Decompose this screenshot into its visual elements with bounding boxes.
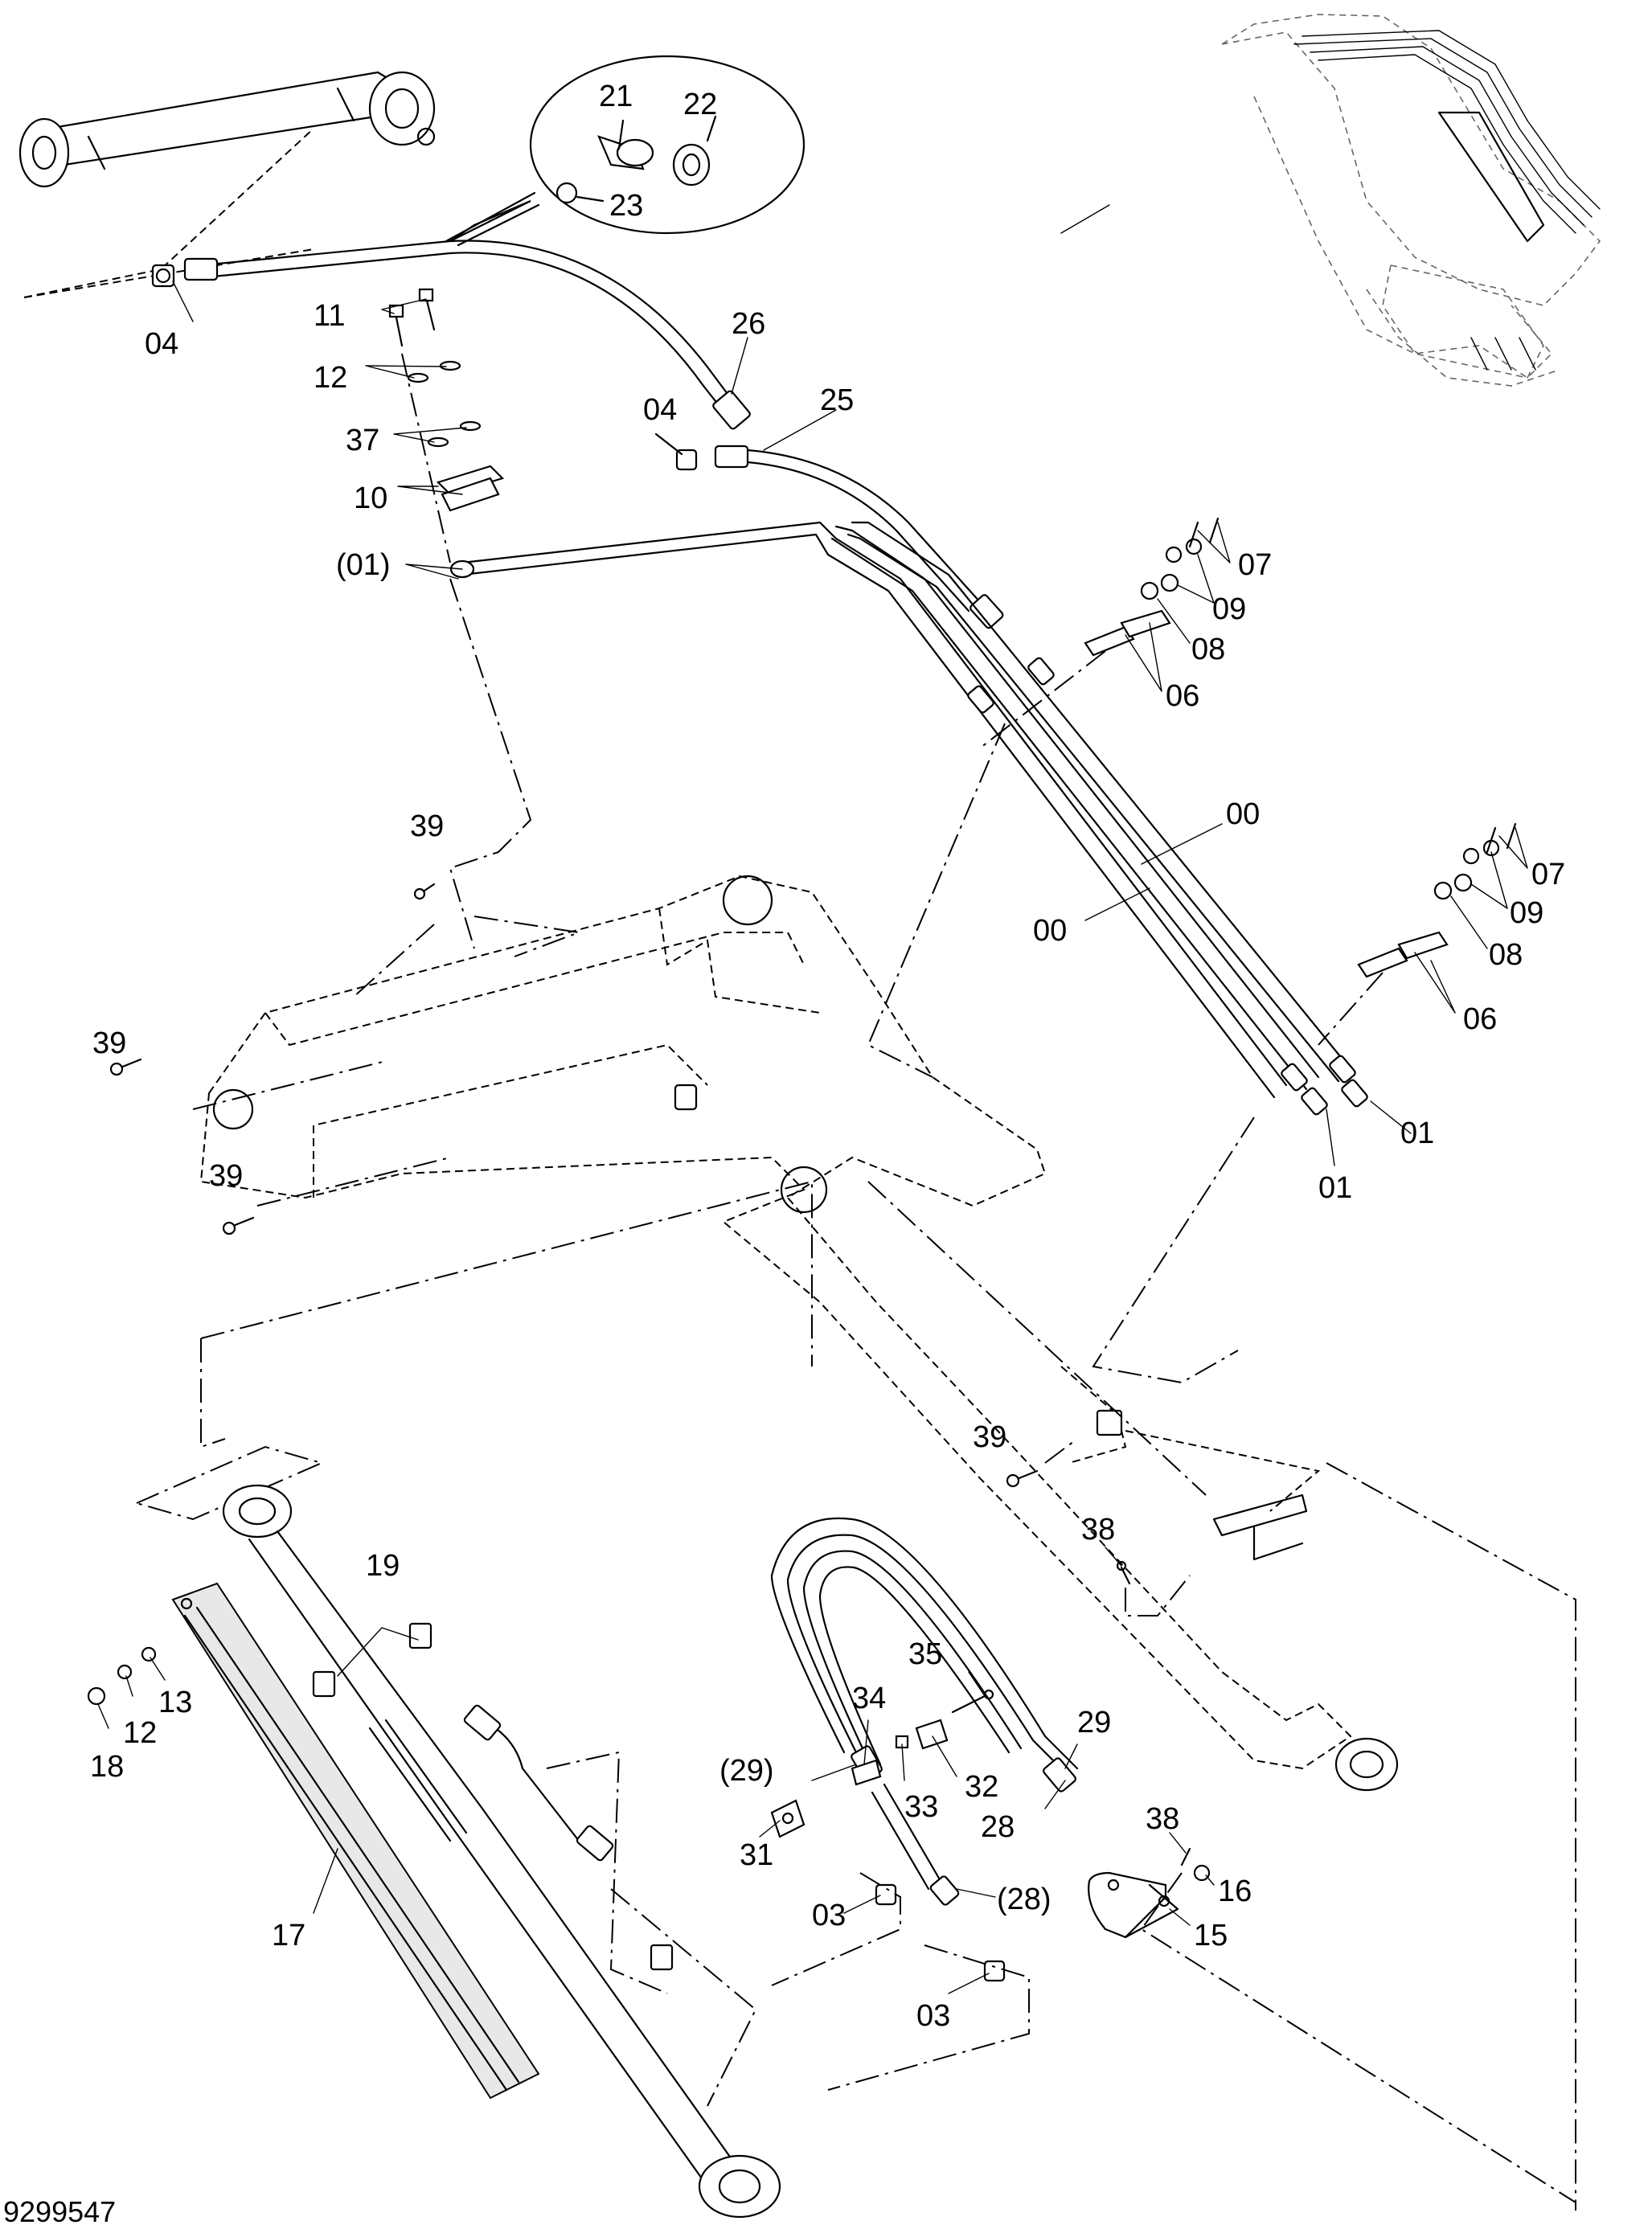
arm-cylinder-cover-17	[171, 1582, 540, 2100]
hose-26	[183, 240, 751, 430]
hose-25	[714, 445, 1004, 629]
callout-18: 18	[90, 1750, 124, 1784]
callout-00-left: 00	[1033, 914, 1067, 948]
callout-39-lower: 39	[209, 1159, 243, 1193]
callout-01-lower: 01	[1318, 1171, 1352, 1205]
clamp-hardware-stack	[388, 288, 505, 563]
callout-37: 37	[346, 424, 379, 457]
bolt-39-b-icon	[109, 1058, 142, 1076]
bolt-39-c-icon	[222, 1216, 255, 1235]
callout-29-paren: (29)	[719, 1754, 774, 1788]
callout-34: 34	[852, 1682, 886, 1715]
leader-39-b	[192, 1060, 387, 1110]
callout-26: 26	[732, 307, 765, 341]
callout-08-lower: 08	[1489, 938, 1523, 972]
drawing-number: 9299547	[3, 2195, 116, 2228]
leader-39-a	[353, 924, 435, 998]
callout-09-lower: 09	[1510, 896, 1543, 930]
callout-07-upper: 07	[1238, 548, 1272, 582]
callout-33: 33	[904, 1790, 938, 1824]
callout-32: 32	[965, 1770, 998, 1804]
callout-19: 19	[366, 1549, 400, 1583]
callout-39-top: 39	[410, 809, 444, 843]
callout-38-lower: 38	[1146, 1802, 1179, 1836]
leader-39-c	[256, 1157, 451, 1207]
callout-12-lower: 12	[123, 1716, 157, 1750]
callout-28-paren: (28)	[997, 1883, 1051, 1916]
callout-28: 28	[981, 1810, 1015, 1844]
steel-pipes-00	[449, 521, 1368, 1116]
clamp-detail-bubble	[445, 55, 806, 247]
bolt-16	[1193, 1864, 1211, 1882]
callout-21: 21	[599, 80, 633, 113]
callout-22: 22	[683, 88, 717, 121]
callout-01-right: 01	[1400, 1117, 1434, 1150]
callout-06-lower: 06	[1463, 1002, 1497, 1036]
arm-cylinder	[134, 1445, 781, 2219]
callout-09-upper: 09	[1212, 592, 1246, 626]
callout-29: 29	[1077, 1706, 1111, 1739]
callout-11: 11	[314, 299, 345, 333]
callout-00-right: 00	[1226, 797, 1260, 831]
bolt-39-a-icon	[413, 883, 436, 900]
callout-04-upper: 04	[145, 327, 178, 361]
callout-06-upper: 06	[1166, 679, 1199, 713]
bolt-38-lower	[1180, 1847, 1191, 1866]
callout-leaders	[97, 204, 1528, 1994]
callout-04-mid: 04	[643, 393, 677, 427]
bracket-15	[1088, 1871, 1179, 1939]
cover-pads-19	[312, 1622, 674, 1971]
clamp-set-lower	[1318, 822, 1517, 1046]
boom-cylinder-upper	[18, 71, 436, 188]
callout-39-right: 39	[973, 1420, 1006, 1454]
callout-16: 16	[1218, 1875, 1252, 1908]
callout-13: 13	[158, 1686, 192, 1719]
callout-25: 25	[820, 383, 854, 417]
bolt-38-upper	[1116, 1560, 1131, 1585]
callout-23: 23	[609, 189, 643, 223]
callout-35: 35	[908, 1637, 942, 1671]
callout-10: 10	[354, 481, 387, 515]
callout-12-upper: 12	[314, 361, 347, 395]
callout-01-paren: (01)	[336, 548, 391, 582]
callout-17: 17	[272, 1919, 305, 1952]
leader-39-d	[1044, 1438, 1078, 1464]
callout-08-upper: 08	[1191, 633, 1225, 666]
fitting-04-upper-left	[151, 264, 175, 288]
callout-39-left: 39	[92, 1026, 126, 1060]
fittings-03	[875, 1883, 1006, 1982]
callout-31: 31	[740, 1838, 773, 1872]
hose-29-loop	[770, 1517, 1079, 1906]
leader-cylinder-to-hose	[23, 128, 314, 298]
overview-inset-illustration	[1221, 14, 1601, 387]
callout-38-upper: 38	[1081, 1513, 1115, 1547]
callout-03-upper: 03	[812, 1899, 846, 1932]
callout-15: 15	[1194, 1919, 1228, 1952]
callout-03-lower: 03	[916, 1999, 950, 2033]
callout-07-lower: 07	[1531, 858, 1565, 891]
hardware-12-13-18	[87, 1646, 157, 1706]
fitting-04-mid	[654, 432, 698, 471]
boom-structure	[199, 875, 1399, 1792]
hose-clamp-31-32-33-34-35	[770, 1689, 994, 1838]
bolt-39-d-icon	[1006, 1469, 1039, 1488]
